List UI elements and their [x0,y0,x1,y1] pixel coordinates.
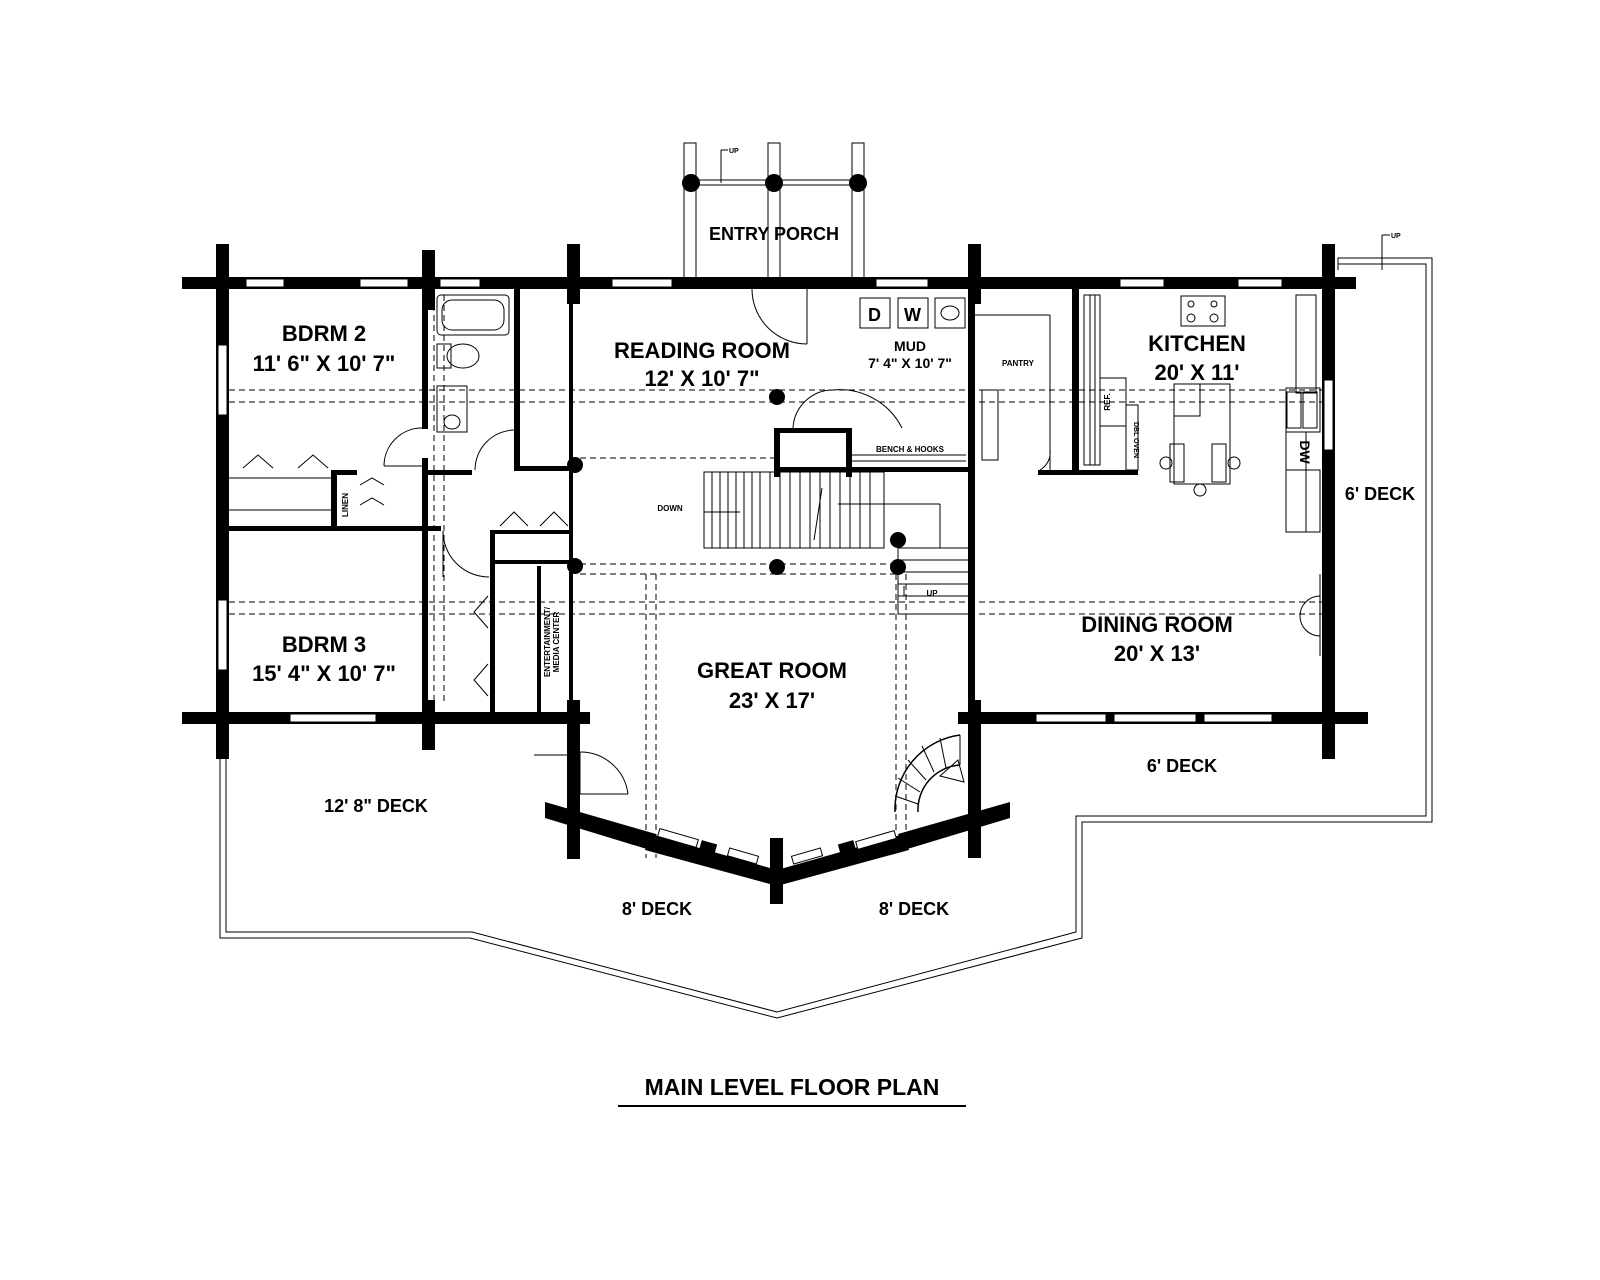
reading-landing [792,389,903,429]
linen-label: LINEN [341,493,350,517]
plan-title: MAIN LEVEL FLOOR PLAN [645,1074,940,1100]
deck-left-label: 12' 8" DECK [324,796,428,816]
mud-fixtures [852,297,966,462]
entry-porch-label: ENTRY PORCH [709,224,839,244]
ref-label: REF. [1103,393,1112,410]
bdrm3-name: BDRM 3 [282,632,366,657]
great-room-size: 23' X 17' [729,688,815,713]
deck-up-label: UP [1391,233,1401,240]
entry-porch-structure [682,142,867,279]
dw-label: DW [1297,440,1313,464]
deck-bottom-right-label: 8' DECK [879,899,949,919]
spiral-stair [894,734,965,813]
entertainment-label-2: MEDIA CENTER [552,611,561,672]
pantry-label: PANTRY [1002,359,1035,368]
entertainment-label-1: ENTERTAINMENT/ [543,606,552,677]
front-door [751,288,808,345]
deck-outline [219,257,1433,1019]
pantry-shelves [975,314,1051,471]
interior-walls [229,289,1138,712]
great-room-name: GREAT ROOM [697,658,847,683]
porch-up-label: UP [729,148,739,155]
reading-room-size: 12' X 10' 7" [644,366,759,391]
bench-hooks-label: BENCH & HOOKS [876,445,945,454]
bath-fixtures [229,294,569,697]
windows [217,278,1334,723]
deck-right-upper-label: 6' DECK [1345,484,1415,504]
mud-name: MUD [894,338,926,354]
reading-room-name: READING ROOM [614,338,790,363]
deck-bottom-left-label: 8' DECK [622,899,692,919]
bdrm2-name: BDRM 2 [282,321,366,346]
dining-room-name: DINING ROOM [1081,612,1233,637]
kitchen-size: 20' X 11' [1154,360,1239,385]
deck-door [534,751,629,795]
bay-wall [545,802,1010,904]
dryer-label: D [868,305,881,325]
washer-label: W [904,305,921,325]
stairs [703,471,973,615]
up-stair-label: UP [926,589,938,598]
dining-room-size: 20' X 13' [1114,641,1200,666]
beams [229,295,1322,858]
down-label: DOWN [657,504,683,513]
mud-size: 7' 4" X 10' 7" [868,355,952,371]
kitchen-name: KITCHEN [1148,331,1246,356]
bdrm3-size: 15' 4" X 10' 7" [252,661,396,686]
deck-right-lower-label: 6' DECK [1147,756,1217,776]
bdrm2-size: 11' 6" X 10' 7" [253,351,396,376]
dining-window [1299,574,1321,656]
kitchen-fixtures [1083,294,1321,533]
dbl-oven-label: DBL OVEN [1132,422,1139,458]
deck-stair [1381,234,1390,270]
posts [567,389,906,575]
